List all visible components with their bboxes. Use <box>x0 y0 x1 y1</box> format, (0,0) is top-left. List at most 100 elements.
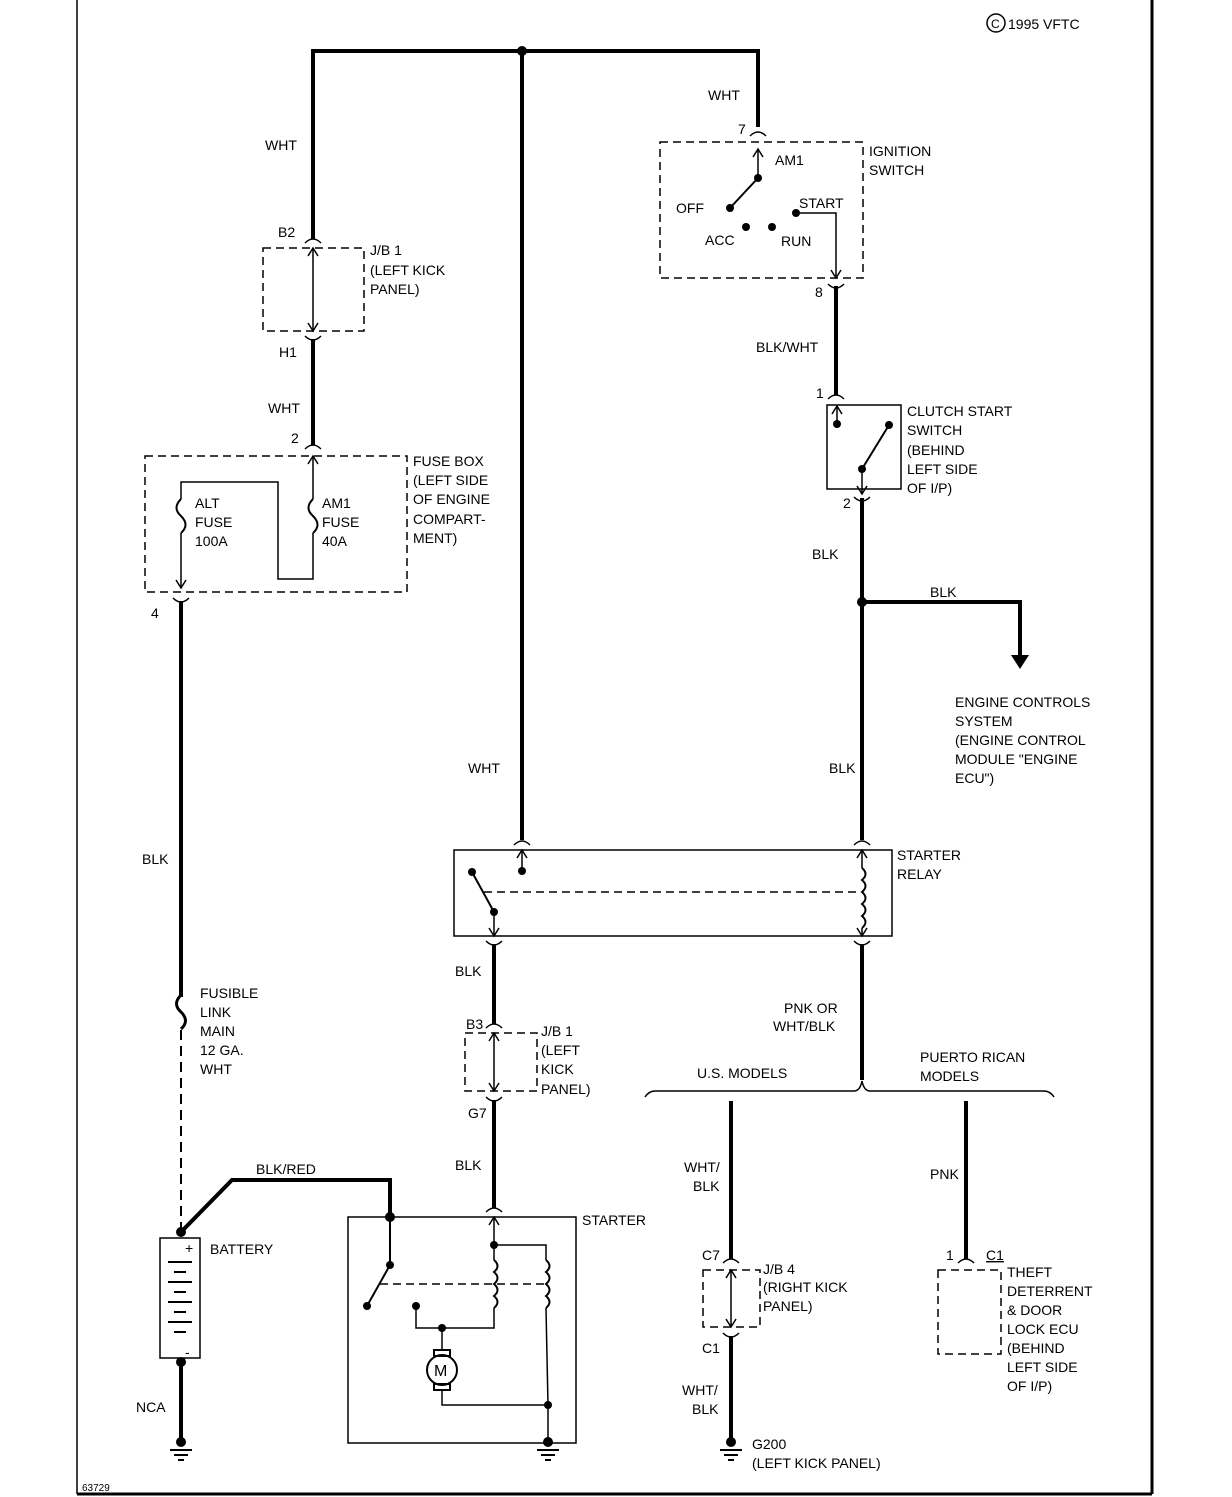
label-starter: STARTER <box>582 1212 646 1228</box>
starter-switch-bottom <box>363 1302 371 1310</box>
wire-blk-branch <box>860 600 1022 658</box>
alt-fuse-icon <box>175 498 187 534</box>
label-blk-relay: BLK <box>829 760 856 776</box>
pin-jb1-g7: G7 <box>468 1105 487 1121</box>
pin-clutch-2: 2 <box>843 495 851 511</box>
label-fusible-5: WHT <box>200 1061 232 1077</box>
label-jb4-3: PANEL) <box>763 1298 813 1314</box>
battery-icon <box>159 1237 201 1359</box>
starter-ground-icon <box>537 1449 559 1461</box>
connector-jb1-b3 <box>485 1023 503 1029</box>
label-wht-top-right: WHT <box>708 87 740 103</box>
arrow-jb4-c7 <box>725 1268 737 1279</box>
label-g200-2: (LEFT KICK PANEL) <box>752 1455 881 1471</box>
figure-id: 63729 <box>82 1483 110 1494</box>
label-jb1-bottom-2: (LEFT <box>541 1042 580 1058</box>
label-alt-fuse-2: FUSE <box>195 514 232 530</box>
label-jb4-2: (RIGHT KICK <box>763 1279 848 1295</box>
label-engine-2: SYSTEM <box>955 713 1013 729</box>
pin-theft-1: 1 <box>946 1247 954 1263</box>
battery-cells <box>168 1261 192 1333</box>
copyright-text: 1995 VFTC <box>1008 16 1080 32</box>
am1-fuse-icon <box>307 498 319 534</box>
g200-ground-icon <box>720 1449 742 1461</box>
connector-ign-7 <box>749 131 767 137</box>
arrow-jb1-h1 <box>307 322 319 333</box>
starter-box <box>347 1216 577 1444</box>
label-ignition-switch-2: SWITCH <box>869 162 924 178</box>
pin-jb1-b3: B3 <box>466 1016 483 1032</box>
label-blk-starter: BLK <box>455 1157 482 1173</box>
relay-switch-arm <box>471 871 495 913</box>
theft-ecu-box <box>937 1269 1002 1355</box>
label-fuse-box-4: COMPART- <box>413 511 486 527</box>
ign-off-contact <box>726 204 734 212</box>
model-split-brace <box>644 1080 1055 1098</box>
label-ign-run: RUN <box>781 233 811 249</box>
label-pr-models-1: PUERTO RICAN <box>920 1049 1025 1065</box>
label-fusible-4: 12 GA. <box>200 1042 244 1058</box>
pin-jb4-c1: C1 <box>702 1340 720 1356</box>
label-jb1-top-2: (LEFT KICK <box>370 262 446 278</box>
label-jb1-bottom-4: PANEL) <box>541 1081 591 1097</box>
label-ign-acc: ACC <box>705 232 735 248</box>
label-theft-2: DETERRENT <box>1007 1283 1093 1299</box>
label-wht-center: WHT <box>468 760 500 776</box>
label-clutch-5: OF I/P) <box>907 480 952 496</box>
copyright-icon <box>986 13 1006 33</box>
starter-ground-dot <box>543 1437 553 1447</box>
pin-clutch-1: 1 <box>816 385 824 401</box>
clutch-switch-arm <box>861 424 890 470</box>
label-fusible-2: LINK <box>200 1004 232 1020</box>
label-blk-red: BLK/RED <box>256 1161 316 1177</box>
label-pnk-pr: PNK <box>930 1166 959 1182</box>
fuse-box <box>144 455 408 593</box>
arrow-jb4-c1 <box>725 1318 737 1329</box>
pull-in-coil-icon <box>492 1259 499 1309</box>
label-ignition-switch-1: IGNITION <box>869 143 931 159</box>
wire-blk-red <box>178 1178 392 1235</box>
label-am1-fuse-1: AM1 <box>322 495 351 511</box>
label-engine-3: (ENGINE CONTROL <box>955 732 1086 748</box>
label-pnk-or-2: WHT/BLK <box>773 1018 836 1034</box>
pin-theft-c1: C1 <box>986 1247 1004 1263</box>
arrow-engine-controls-icon <box>1011 655 1029 669</box>
label-fuse-box-3: OF ENGINE <box>413 491 490 507</box>
label-alt-fuse-1: ALT <box>195 495 220 511</box>
pin-ign-8: 8 <box>815 284 823 300</box>
ign-acc-contact <box>742 223 750 231</box>
label-clutch-2: SWITCH <box>907 422 962 438</box>
label-g200-1: G200 <box>752 1436 786 1452</box>
arrow-jb1-b3 <box>488 1031 500 1042</box>
label-battery: BATTERY <box>210 1241 274 1257</box>
pin-ign-7: 7 <box>738 121 746 137</box>
label-jb1-top-1: J/B 1 <box>370 242 402 258</box>
label-wht-blk-us-1: WHT/ <box>684 1159 720 1175</box>
label-blk-clutch: BLK <box>812 546 839 562</box>
battery-ground-dot <box>176 1437 186 1447</box>
connector-jb4-c7 <box>722 1258 740 1264</box>
label-wht-blk-ground-1: WHT/ <box>682 1382 718 1398</box>
label-blk-left: BLK <box>142 851 169 867</box>
label-theft-1: THEFT <box>1007 1264 1053 1280</box>
starter-relay-box <box>453 849 893 937</box>
arrow-fuse-4 <box>175 579 187 590</box>
wire-starter-motor-bottom <box>441 1390 548 1406</box>
label-alt-fuse-3: 100A <box>195 533 228 549</box>
battery-plus: + <box>185 1240 193 1256</box>
label-nca: NCA <box>136 1399 166 1415</box>
label-fuse-box-1: FUSE BOX <box>413 453 484 469</box>
connector-fuse-2 <box>304 444 322 450</box>
starter-contact-motor <box>412 1302 420 1310</box>
label-engine-5: ECU") <box>955 770 994 786</box>
label-fuse-box-5: MENT) <box>413 530 457 546</box>
connector-relay-left <box>513 840 531 846</box>
label-ign-off: OFF <box>676 200 704 216</box>
connector-theft-c1 <box>957 1258 975 1264</box>
label-clutch-4: LEFT SIDE <box>907 461 978 477</box>
label-theft-3: & DOOR <box>1007 1302 1062 1318</box>
label-wht-blk-us-2: BLK <box>693 1178 720 1194</box>
motor-label: M <box>434 1363 447 1380</box>
label-theft-6: LEFT SIDE <box>1007 1359 1078 1375</box>
label-wht-jb1-fuse: WHT <box>268 400 300 416</box>
